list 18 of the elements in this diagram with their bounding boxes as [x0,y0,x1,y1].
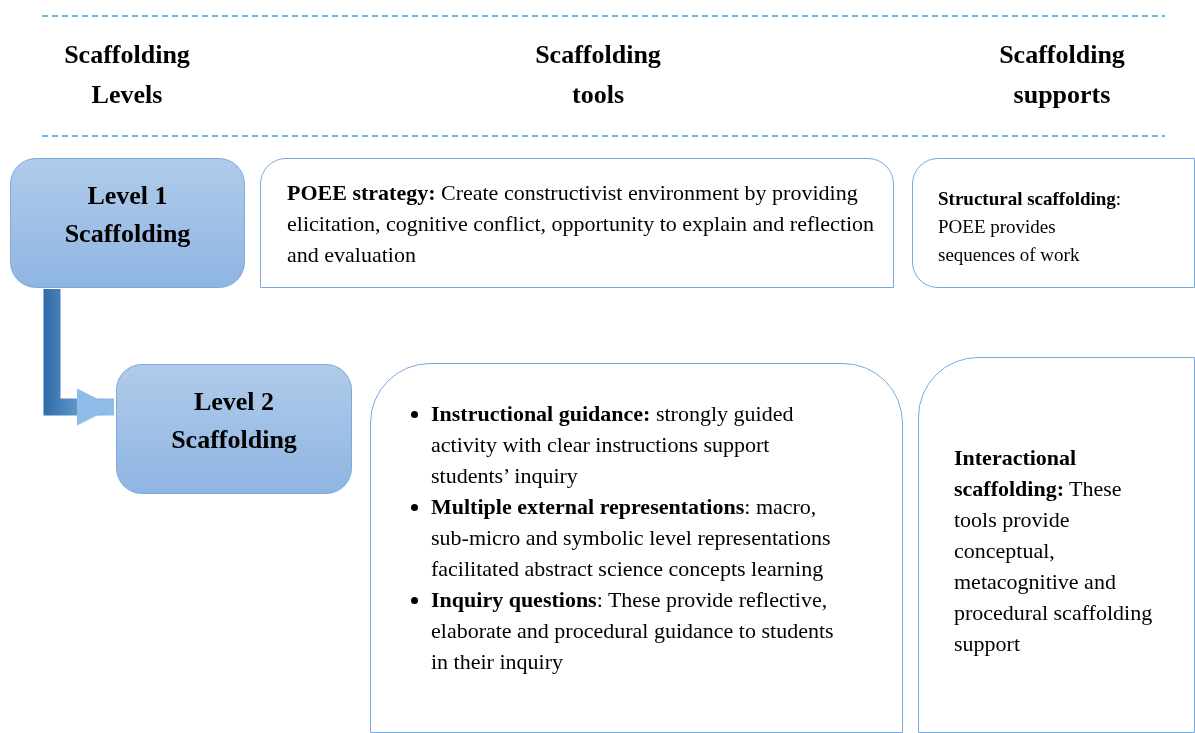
level-title: Level 2 Scaffolding [170,386,298,456]
level-box [10,158,245,288]
column-heading: Scaffolding supports [998,39,1126,111]
bullet-text: Instructional guidance: strongly guided activity with clear instructions support students’ inquiry [431,401,794,488]
column-heading: Scaffolding tools [534,39,662,111]
description-text: POEE strategy: Create constructivist environment by providing elicitation, cognitive conflict, opportunity to explain and reflection and evaluation [287,179,876,269]
strategy-box [260,158,894,288]
support-box [918,357,1195,733]
bullet-text: Multiple external representations: macro, sub-micro and symbolic level representations facilitated abstract science concepts learning [431,494,831,581]
bullet-text: Inquiry questions: These provide reflective, elaborate and procedural guidance to students in their inquiry [431,587,834,674]
column-heading: Scaffolding Levels [63,39,191,111]
bent-arrow [43,289,114,426]
level-title: Level 1 Scaffolding [63,180,192,250]
description-text: Structural scaffolding: POEE provides sequences of work [938,187,1123,267]
description-text: Interactional scaffolding: These tools provide conceptual, metacognitive and procedural scaffolding support [954,444,1154,658]
tools-box [370,363,903,733]
support-box [912,158,1195,288]
level-box [116,364,352,494]
